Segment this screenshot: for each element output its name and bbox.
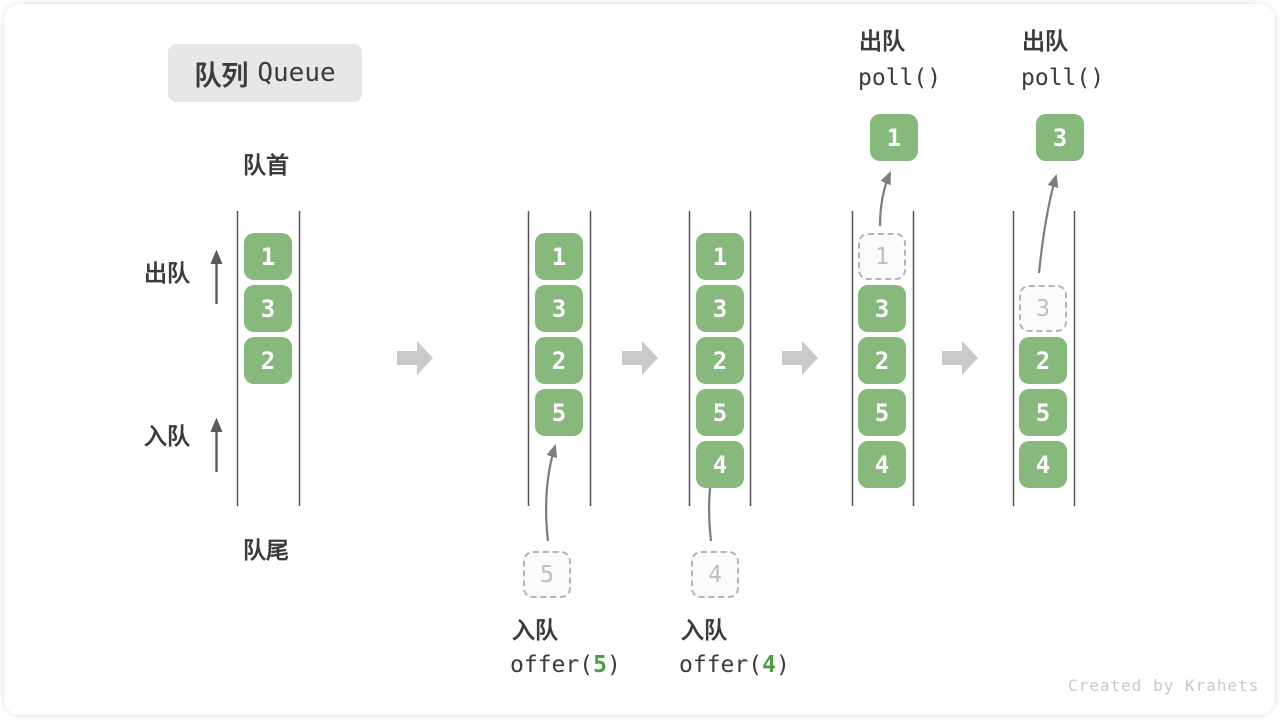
offer-op-code: offer(5): [510, 652, 621, 678]
enqueue-side-label: 入队: [144, 423, 190, 449]
queue-cell: 5: [1019, 389, 1067, 436]
polled-cell: 1: [870, 114, 918, 161]
queue-cell: 2: [858, 337, 906, 384]
queue-cell: 5: [696, 389, 744, 436]
title-zh: 队列: [194, 60, 249, 91]
queue-front-label: 队首: [243, 152, 289, 178]
polled-cell: 3: [1036, 114, 1084, 161]
queue-cell: 3: [696, 285, 744, 332]
queue-cell: 4: [696, 441, 744, 488]
poll-op-code: poll(): [1021, 65, 1105, 91]
queue-cell: 4: [858, 441, 906, 488]
code-arg: 4: [762, 652, 776, 678]
incoming-cell-placeholder: 5: [523, 551, 571, 598]
offer-op-label: 入队: [512, 617, 558, 643]
curved-arrow-icon: [545, 443, 558, 542]
state-transition-arrows: [397, 341, 978, 375]
queue-rear-label: 队尾: [243, 537, 289, 563]
curved-arrow-icon: [878, 170, 892, 227]
queue-cell: 5: [535, 389, 583, 436]
queue-cell: 2: [535, 337, 583, 384]
code-text: ): [775, 652, 790, 678]
queue-cell: 5: [858, 389, 906, 436]
offer-op-label: 入队: [681, 617, 727, 643]
removed-cell-placeholder: 3: [1019, 285, 1067, 332]
right-block-arrow-icon: [622, 341, 658, 375]
queue-cell: 2: [244, 337, 292, 384]
queue-walls: [236, 211, 1076, 506]
diagram-title: 队列 Queue: [168, 44, 362, 102]
curved-arrow-icon: [1037, 173, 1059, 274]
incoming-cell-placeholder: 4: [691, 551, 739, 598]
queue-cell: 1: [696, 233, 744, 280]
removed-cell-placeholder: 1: [858, 233, 906, 280]
poll-op-code: poll(): [858, 65, 942, 91]
queue-cell: 1: [244, 233, 292, 280]
dequeue-side-label: 出队: [144, 260, 190, 286]
queue-cell: 3: [858, 285, 906, 332]
right-block-arrow-icon: [397, 341, 433, 375]
queue-cell: 2: [1019, 337, 1067, 384]
right-block-arrow-icon: [942, 341, 978, 375]
code-text: offer(: [679, 652, 763, 678]
poll-op-label: 出队: [859, 28, 905, 54]
title-en: Queue: [257, 58, 336, 88]
code-text: ): [606, 652, 621, 678]
code-text: offer(: [510, 652, 594, 678]
poll-op-label: 出队: [1022, 28, 1068, 54]
watermark: Created by Krahets: [1068, 676, 1260, 695]
code-arg: 5: [593, 652, 607, 678]
queue-cell: 3: [535, 285, 583, 332]
queue-cell: 2: [696, 337, 744, 384]
queue-cell: 4: [1019, 441, 1067, 488]
queue-cell: 1: [535, 233, 583, 280]
offer-op-code: offer(4): [679, 652, 790, 678]
queue-cell: 3: [244, 285, 292, 332]
right-block-arrow-icon: [782, 341, 818, 375]
